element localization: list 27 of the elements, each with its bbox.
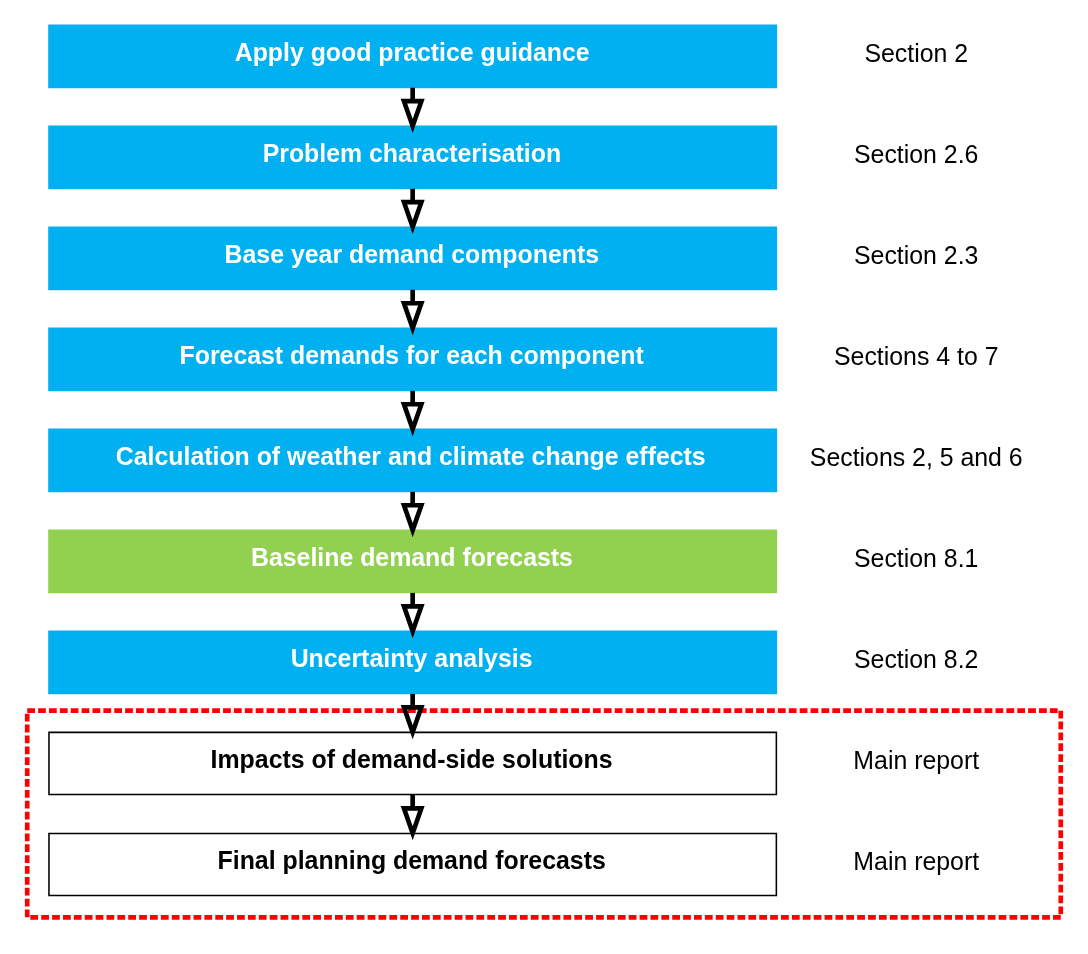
node-label: Sections 4 to 7	[834, 341, 999, 370]
arrow	[400, 87, 425, 133]
node-box: Final planning demand forecasts	[48, 832, 778, 896]
arrow	[400, 289, 425, 335]
arrow	[400, 390, 425, 436]
node-label: Section 2	[864, 38, 969, 67]
node-box: Forecast demands for each component	[48, 327, 778, 391]
arrow	[400, 491, 425, 537]
arrow	[400, 188, 425, 234]
node-label: Main report	[853, 846, 980, 875]
node-label: Section 8.1	[854, 543, 979, 572]
arrow	[400, 592, 425, 638]
node-box: Impacts of demand-side solutions	[48, 731, 778, 795]
node-box: Uncertainty analysis	[48, 630, 778, 694]
node-box: Problem characterisation	[48, 124, 778, 189]
arrow	[400, 794, 425, 840]
node-label: Main report	[853, 745, 980, 774]
node-box: Base year demand components	[48, 226, 778, 290]
node-box: Apply good practice guidance	[48, 23, 778, 88]
node-box: Calculation of weather and climate change effects	[48, 428, 778, 492]
cluster	[24, 707, 1064, 920]
node-label: Sections 2, 5 and 6	[809, 442, 1023, 471]
node-label: Section 8.2	[854, 644, 979, 673]
node-box: Baseline demand forecasts	[48, 529, 778, 593]
node-label: Section 2.3	[854, 240, 979, 269]
node-label: Section 2.6	[854, 139, 979, 168]
arrow	[400, 693, 425, 739]
